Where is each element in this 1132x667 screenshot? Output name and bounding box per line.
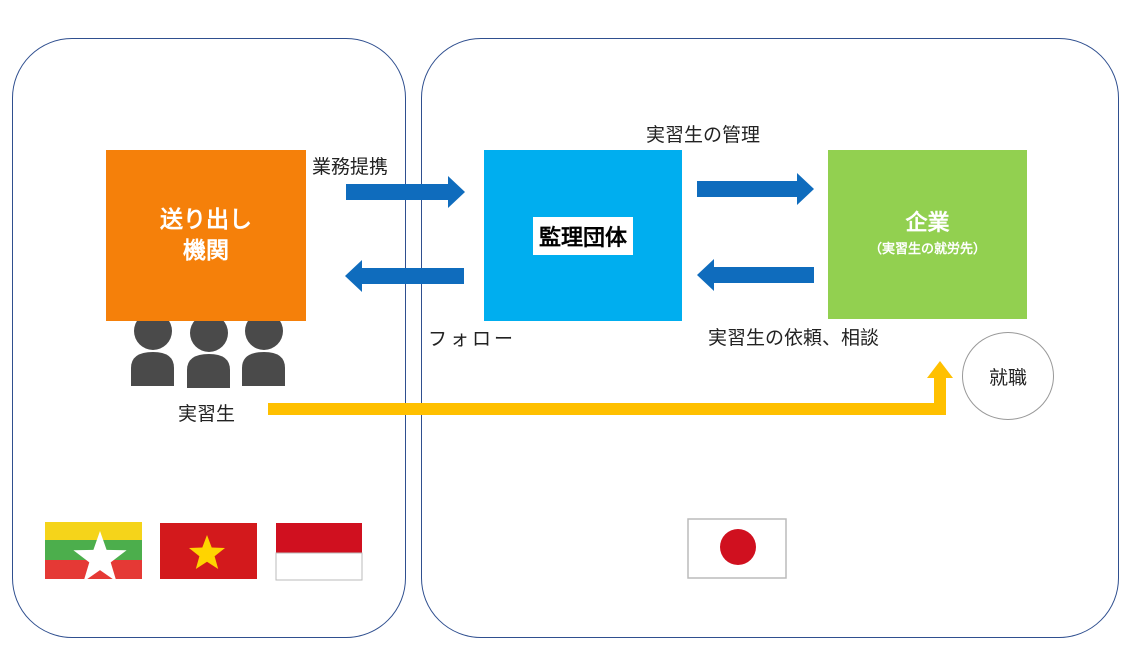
japan-panel: [421, 38, 1119, 638]
japan-flag: [687, 518, 787, 579]
supervising-organization-label: 監理団体: [532, 216, 633, 255]
employment-circle: 就職: [962, 332, 1054, 420]
company-subtitle: （実習生の就労先）: [868, 241, 986, 257]
employment-label: 就職: [988, 366, 1027, 389]
company-box: 企業 （実習生の就労先）: [828, 150, 1027, 319]
management-arrow: [697, 173, 814, 205]
request-arrow: [697, 259, 814, 291]
partnership-arrow: [346, 176, 465, 208]
sending-organization-line1: 送り出し: [160, 206, 252, 233]
person-icon: [187, 314, 230, 388]
supervising-organization-box: 監理団体: [484, 150, 682, 321]
follow-label: フォロー: [428, 328, 517, 350]
sending-country-panel: [12, 38, 406, 638]
person-icon: [242, 312, 285, 386]
partnership-label: 業務提携: [312, 156, 389, 178]
indonesia-flag: [275, 523, 363, 581]
person-icon: [131, 312, 174, 386]
follow-arrow: [345, 260, 464, 292]
request-label: 実習生の依頼、相談: [708, 327, 880, 349]
sending-organization-line2: 機関: [183, 237, 229, 264]
management-label: 実習生の管理: [646, 124, 761, 146]
company-title: 企業: [905, 210, 950, 236]
sending-organization-box: 送り出し 機関: [106, 150, 306, 321]
myanmar-flag: [45, 522, 142, 582]
employment-arrowhead: [927, 361, 953, 378]
vietnam-flag: [160, 523, 257, 579]
employment-arrow: [268, 376, 946, 415]
trainee-label: 実習生: [178, 403, 236, 425]
